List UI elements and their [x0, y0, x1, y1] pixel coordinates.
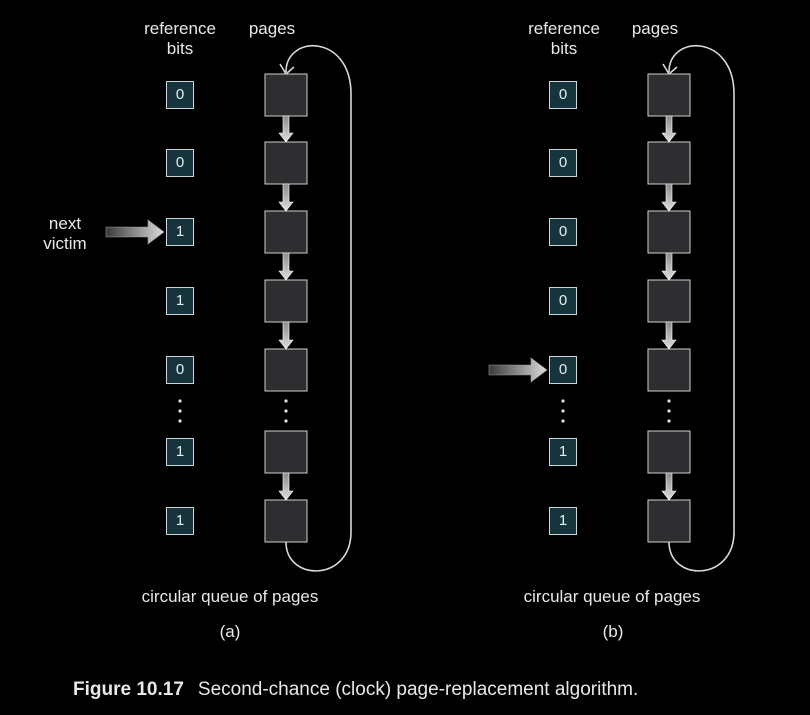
reference-bit: 1	[549, 507, 577, 535]
ellipsis-dot	[284, 399, 288, 403]
page-box	[264, 210, 308, 254]
page-box	[647, 348, 691, 392]
queue-label-a: circular queue of pages	[141, 587, 319, 606]
figure-number: Figure 10.17	[73, 679, 184, 700]
next-page-arrow	[278, 321, 294, 350]
page-box	[647, 279, 691, 323]
pages-header-a: pages	[248, 19, 296, 38]
figure-title: Second-chance (clock) page-replacement a…	[197, 679, 639, 700]
circular-loop	[668, 45, 735, 572]
reference-bit: 1	[166, 218, 194, 246]
reference-bit: 0	[166, 81, 194, 109]
next-page-arrow	[661, 115, 677, 143]
reference-bit: 0	[166, 356, 194, 384]
page-box	[264, 499, 308, 543]
page-box	[647, 430, 691, 474]
ellipsis-dot	[284, 409, 288, 413]
reference-bit: 1	[166, 507, 194, 535]
reference-bit: 0	[549, 287, 577, 315]
page-box	[647, 73, 691, 117]
next-page-arrow	[661, 472, 677, 501]
reference-bit: 0	[549, 218, 577, 246]
pages-header-b: pages	[631, 19, 679, 38]
ellipsis-dot	[561, 409, 565, 413]
reference-bit: 0	[166, 149, 194, 177]
queue-label-b: circular queue of pages	[523, 587, 701, 606]
pointer-arrow	[488, 357, 548, 383]
ellipsis-dot	[667, 409, 671, 413]
sub-label-b: (b)	[602, 622, 624, 641]
ellipsis-dot	[667, 399, 671, 403]
loop-arrowhead	[279, 63, 295, 75]
page-box	[264, 141, 308, 185]
next-page-arrow	[661, 183, 677, 212]
page-box	[647, 499, 691, 543]
ellipsis-dot	[561, 399, 565, 403]
ellipsis-dot	[561, 419, 565, 423]
next-page-arrow	[278, 472, 294, 501]
loop-arrowhead	[662, 63, 678, 75]
next-page-arrow	[278, 183, 294, 212]
reference-bit: 0	[549, 356, 577, 384]
reference-bit: 0	[549, 149, 577, 177]
ellipsis-dot	[178, 419, 182, 423]
page-box	[647, 141, 691, 185]
reference-bits-header-a: reference bits	[144, 19, 216, 58]
figure-caption: Figure 10.17 Second-chance (clock) page-r…	[73, 679, 638, 701]
next-victim-label: next victim	[43, 214, 87, 253]
page-box	[264, 73, 308, 117]
page-box	[647, 210, 691, 254]
reference-bits-header-b: reference bits	[528, 19, 600, 58]
sub-label-a: (a)	[219, 622, 241, 641]
next-page-arrow	[661, 321, 677, 350]
ellipsis-dot	[284, 419, 288, 423]
ellipsis-dot	[667, 419, 671, 423]
reference-bit: 1	[166, 287, 194, 315]
circular-loop	[285, 45, 352, 572]
reference-bit: 1	[549, 438, 577, 466]
reference-bit: 1	[166, 438, 194, 466]
ellipsis-dot	[178, 409, 182, 413]
page-box	[264, 430, 308, 474]
next-page-arrow	[661, 252, 677, 281]
ellipsis-dot	[178, 399, 182, 403]
pointer-arrow	[105, 219, 165, 245]
next-page-arrow	[278, 115, 294, 143]
reference-bit: 0	[549, 81, 577, 109]
page-box	[264, 279, 308, 323]
next-page-arrow	[278, 252, 294, 281]
page-box	[264, 348, 308, 392]
